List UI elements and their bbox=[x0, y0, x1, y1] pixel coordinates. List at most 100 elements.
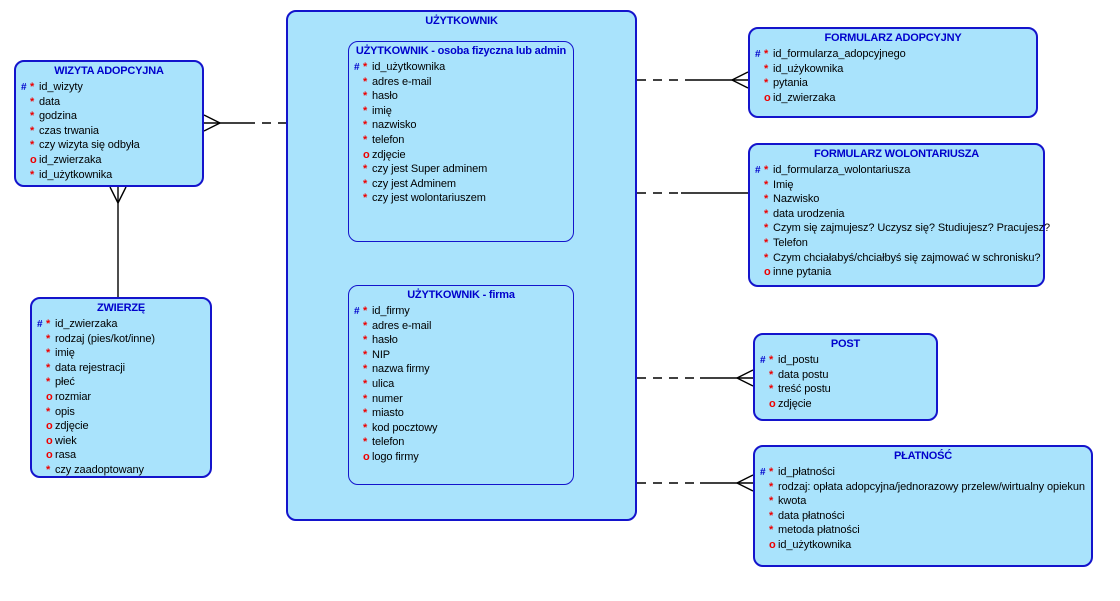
optionality-marker: * bbox=[764, 62, 769, 75]
optionality-marker: * bbox=[363, 75, 368, 88]
optionality-marker: * bbox=[769, 509, 774, 522]
relationship-uzytkownik-formularz-adopcyjny[interactable] bbox=[637, 71, 749, 89]
optionality-marker: * bbox=[30, 139, 35, 152]
optionality-marker: * bbox=[363, 163, 368, 176]
optionality-marker: * bbox=[363, 104, 368, 117]
attribute-row: * nazwa firmy bbox=[354, 362, 571, 377]
attribute-row: * płeć bbox=[37, 375, 208, 390]
attribute-row: * hasło bbox=[354, 89, 571, 104]
attribute-list: # * id_postu * data postu * treść postu bbox=[755, 352, 936, 411]
attribute-name: Imię bbox=[773, 178, 794, 191]
attribute-list: # * id_firmy * adres e-mail * hasło bbox=[349, 303, 573, 465]
attribute-name: ulica bbox=[372, 377, 395, 390]
attribute-list: # * id_płatności * rodzaj: opłata adopcy… bbox=[755, 464, 1091, 553]
attribute-row: * czy wizyta się odbyła bbox=[21, 138, 200, 153]
attribute-name: NIP bbox=[372, 348, 391, 361]
attribute-name: numer bbox=[372, 392, 403, 405]
entity-formularz-wolontariusza[interactable]: FORMULARZ WOLONTARIUSZA # * id_formularz… bbox=[748, 143, 1050, 287]
attribute-row: o zdjęcie bbox=[354, 148, 571, 163]
attribute-row: * opis bbox=[37, 405, 208, 420]
attribute-row: o id_zwierzaka bbox=[21, 153, 200, 168]
optionality-marker: * bbox=[769, 383, 774, 396]
relationship-wizyta-uzytkownik[interactable] bbox=[203, 114, 286, 132]
optionality-marker: * bbox=[764, 207, 769, 220]
attribute-name: czy wizyta się odbyła bbox=[39, 139, 140, 152]
optionality-marker: o bbox=[764, 266, 771, 279]
attribute-name: id_użytkownika bbox=[778, 538, 852, 551]
optionality-marker: * bbox=[363, 392, 368, 405]
entity-uzytkownik-osoba-fizyczna[interactable]: UŻYTKOWNIK - osoba fizyczna lub admin # … bbox=[348, 41, 574, 242]
entity-platnosc[interactable]: PŁATNOŚĆ # * id_płatności * rodzaj: opła… bbox=[753, 445, 1093, 567]
attribute-name: pytania bbox=[773, 77, 808, 90]
entity-title: UŻYTKOWNIK - firma bbox=[407, 289, 515, 301]
entity-uzytkownik-firma[interactable]: UŻYTKOWNIK - firma # * id_firmy * adres … bbox=[348, 285, 574, 485]
attribute-row: * kod pocztowy bbox=[354, 421, 571, 436]
entity-wizyta-adopcyjna[interactable]: WIZYTA ADOPCYJNA # * id_wizyty * data * bbox=[14, 60, 204, 187]
entity-title: UŻYTKOWNIK bbox=[425, 15, 498, 27]
optionality-marker: * bbox=[363, 348, 368, 361]
relationship-wizyta-zwierze[interactable] bbox=[109, 186, 127, 297]
optionality-marker: * bbox=[764, 251, 769, 264]
optionality-marker: * bbox=[46, 463, 51, 476]
attribute-name: czy jest wolontariuszem bbox=[372, 192, 486, 205]
attribute-name: inne pytania bbox=[773, 266, 832, 279]
attribute-row: * imię bbox=[37, 346, 208, 361]
optionality-marker: * bbox=[46, 376, 51, 389]
attribute-row: # * id_zwierzaka bbox=[37, 317, 208, 332]
attribute-name: wiek bbox=[55, 434, 77, 447]
optionality-marker: o bbox=[30, 153, 37, 166]
attribute-name: czy zaadoptowany bbox=[55, 463, 144, 476]
attribute-row: * pytania bbox=[755, 76, 1034, 91]
optionality-marker: * bbox=[30, 81, 35, 93]
attribute-list: # * id_formularza_adopcyjnego * id_użyko… bbox=[750, 46, 1036, 105]
attribute-name: id_wizyty bbox=[39, 81, 83, 93]
attribute-name: id_formularza_wolontariusza bbox=[773, 164, 911, 176]
entity-title: ZWIERZĘ bbox=[96, 302, 146, 314]
optionality-marker: * bbox=[764, 77, 769, 90]
optionality-marker: * bbox=[363, 421, 368, 434]
attribute-name: Czym chciałabyś/chciałbyś się zajmować w… bbox=[773, 251, 1041, 264]
attribute-name: kwota bbox=[778, 495, 807, 508]
attribute-row: * Nazwisko bbox=[755, 192, 1041, 207]
optionality-marker: * bbox=[764, 193, 769, 206]
attribute-name: Telefon bbox=[773, 236, 808, 249]
attribute-name: logo firmy bbox=[372, 450, 419, 463]
optionality-marker: * bbox=[363, 90, 368, 103]
attribute-name: hasło bbox=[372, 334, 398, 347]
attribute-row: * nazwisko bbox=[354, 118, 571, 133]
optionality-marker: * bbox=[769, 354, 774, 366]
entity-zwierze[interactable]: ZWIERZĘ # * id_zwierzaka * rodzaj (pies/… bbox=[30, 297, 212, 478]
attribute-row: * data rejestracji bbox=[37, 361, 208, 376]
relationship-uzytkownik-platnosc[interactable] bbox=[637, 474, 754, 492]
pk-hash-marker: # bbox=[354, 306, 360, 317]
attribute-name: adres e-mail bbox=[372, 75, 432, 88]
attribute-row: * telefon bbox=[354, 435, 571, 450]
optionality-marker: * bbox=[769, 495, 774, 508]
attribute-list: # * id_użytkownika * adres e-mail * hasł… bbox=[349, 59, 573, 206]
attribute-row: * data płatności bbox=[760, 509, 1089, 524]
attribute-row: * treść postu bbox=[760, 382, 934, 397]
entity-post[interactable]: POST # * id_postu * data postu * bbox=[753, 333, 938, 421]
attribute-name: czy jest Adminem bbox=[372, 177, 456, 190]
attribute-name: id_użytkownika bbox=[39, 168, 113, 181]
attribute-row: * numer bbox=[354, 392, 571, 407]
attribute-name: imię bbox=[55, 347, 75, 360]
relationship-uzytkownik-post[interactable] bbox=[637, 369, 754, 387]
optionality-marker: * bbox=[363, 436, 368, 449]
attribute-row: o rasa bbox=[37, 448, 208, 463]
attribute-name: Czym się zajmujesz? Uczysz się? Studiuje… bbox=[773, 222, 1051, 235]
entity-formularz-adopcyjny[interactable]: FORMULARZ ADOPCYJNY # * id_formularza_ad… bbox=[748, 27, 1038, 118]
optionality-marker: o bbox=[363, 450, 370, 463]
attribute-row: # * id_płatności bbox=[760, 465, 1089, 480]
optionality-marker: * bbox=[363, 192, 368, 205]
attribute-name: id_płatności bbox=[778, 466, 835, 478]
attribute-row: * czy jest wolontariuszem bbox=[354, 191, 571, 206]
optionality-marker: o bbox=[769, 397, 776, 410]
entity-title: FORMULARZ ADOPCYJNY bbox=[824, 32, 962, 44]
optionality-marker: o bbox=[764, 91, 771, 104]
entity-title: FORMULARZ WOLONTARIUSZA bbox=[813, 148, 980, 160]
attribute-name: czas trwania bbox=[39, 124, 99, 137]
attribute-row: * adres e-mail bbox=[354, 319, 571, 334]
attribute-name: data bbox=[39, 95, 61, 108]
